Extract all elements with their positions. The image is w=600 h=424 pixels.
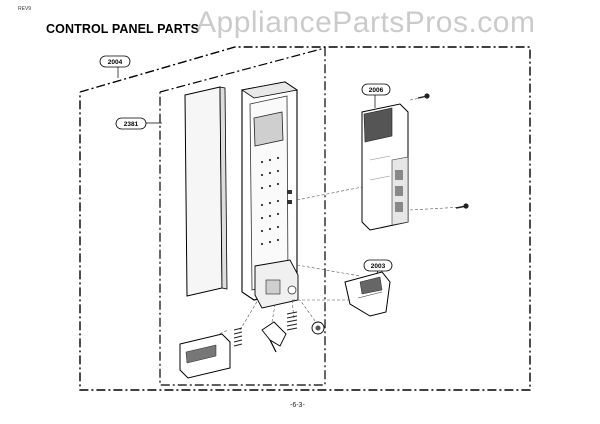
- watermark: AppliancePartsPros.com: [196, 6, 536, 39]
- callout-2004: 2004: [99, 55, 131, 78]
- latch-knob: [311, 321, 325, 335]
- door-lever: [344, 271, 391, 317]
- callout-2381-label: 2381: [124, 121, 139, 128]
- callout-2006-label: 2006: [369, 87, 384, 94]
- control-panel-frame: [240, 81, 299, 309]
- keypad-dots: [260, 156, 280, 246]
- latch-lever: [261, 321, 287, 353]
- door-button: [179, 333, 231, 379]
- screw-top: [417, 93, 430, 99]
- page-number: -6-3-: [290, 402, 305, 409]
- button-spring: [233, 327, 243, 347]
- assembly-boundary-2004: [79, 46, 531, 391]
- page-title: CONTROL PANEL PARTS: [46, 22, 200, 36]
- callout-2004-label: 2004: [108, 59, 123, 66]
- callout-2003-label: 2003: [371, 263, 386, 270]
- pcb-assembly: [361, 103, 409, 231]
- control-panel-film: [184, 86, 228, 297]
- revision-mark: REV9: [18, 6, 32, 12]
- assembly-boundary-2381: [159, 47, 326, 386]
- callout-2006: 2006: [361, 83, 391, 108]
- callout-2381: 2381: [115, 117, 162, 130]
- screw-bottom: [455, 203, 469, 209]
- lever-spring: [286, 311, 298, 331]
